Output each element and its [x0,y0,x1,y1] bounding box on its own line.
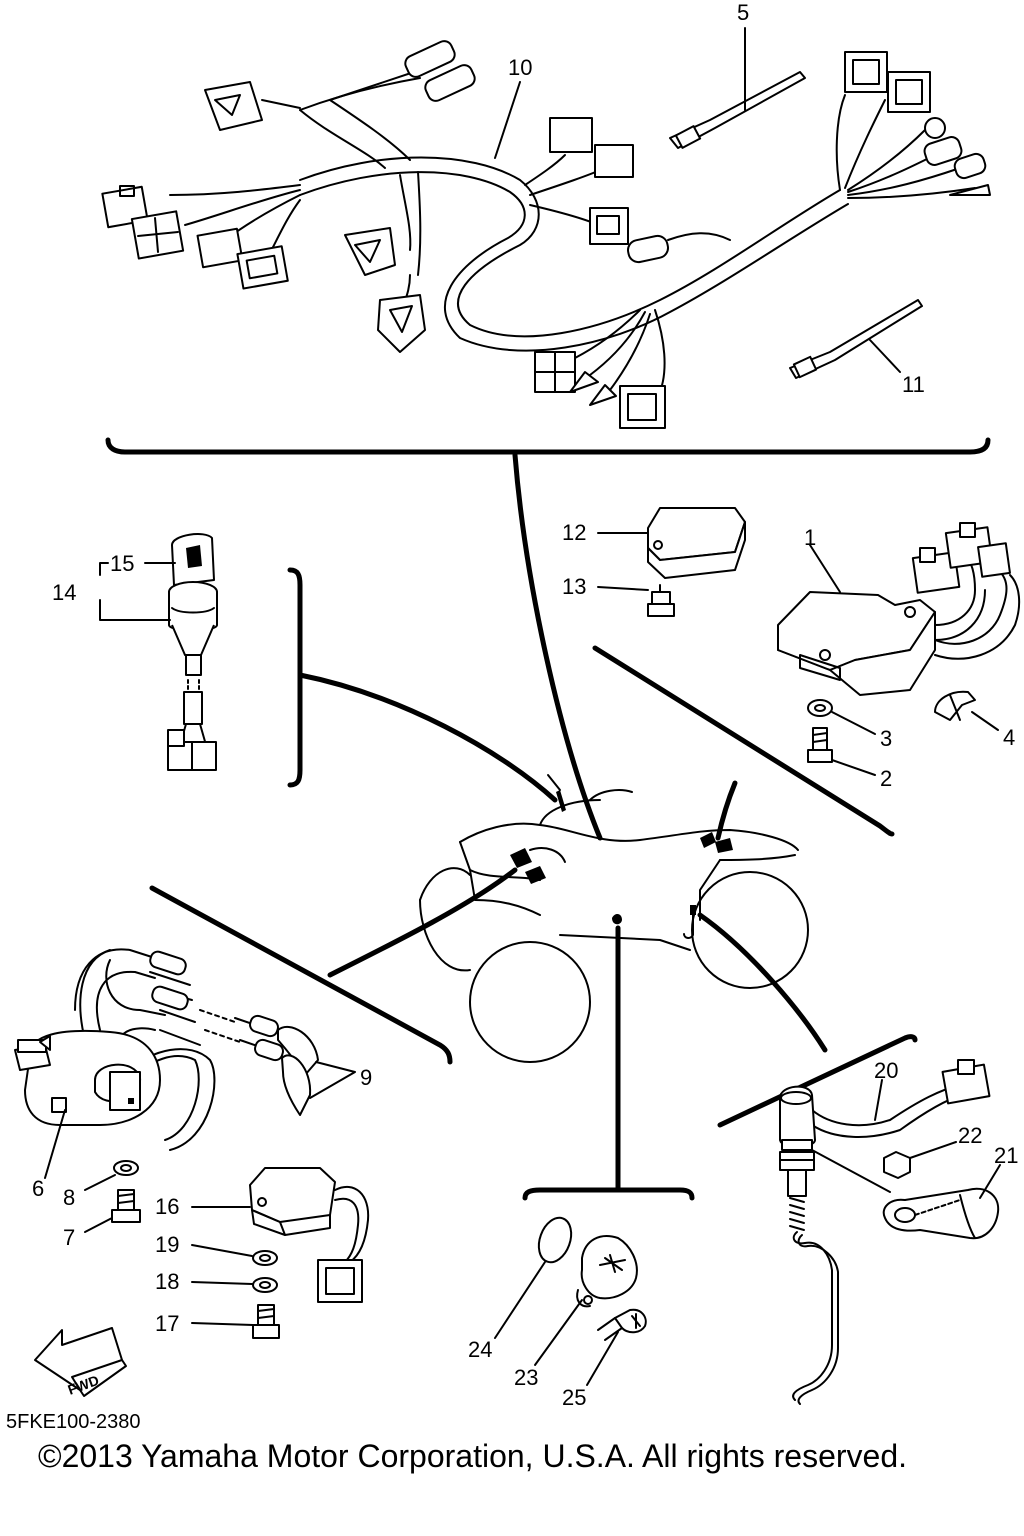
gear-sensor [494,1216,647,1386]
label-15: 15 [110,551,134,576]
label-18: 18 [155,1269,179,1294]
fwd-arrow-icon [34,1327,127,1397]
label-13: 13 [562,574,586,599]
part-labels: 5 10 11 12 13 1 15 14 3 4 2 9 20 22 21 6… [32,0,1018,1410]
label-3: 3 [880,726,892,751]
cdi-unit-1 [777,522,1021,696]
label-14: 14 [52,580,76,605]
label-10: 10 [508,55,532,80]
clip-4 [934,690,999,731]
washer-19 [191,1244,278,1266]
atv-silhouette [419,774,809,1063]
label-4: 4 [1003,725,1015,750]
label-11: 11 [902,372,925,397]
label-23: 23 [514,1365,538,1390]
brake-switch [779,1059,1001,1405]
label-1: 1 [804,525,816,550]
main-switch [99,533,218,771]
cable-tie-5 [669,27,806,149]
cable-tie-11 [789,299,923,379]
copyright-notice: ©2013 Yamaha Motor Corporation, U.S.A. A… [38,1438,907,1474]
label-20: 20 [874,1058,898,1083]
label-6: 6 [32,1176,44,1201]
label-5: 5 [737,0,749,25]
bolt-2 [807,727,876,776]
bolt-13 [597,584,675,617]
label-21: 21 [994,1143,1018,1168]
label-2: 2 [880,766,892,791]
ignition-coil [14,948,356,1233]
label-7: 7 [63,1225,75,1250]
label-17: 17 [155,1311,179,1336]
relay-16 [191,1167,370,1303]
washer-3 [807,699,876,735]
label-9: 9 [360,1065,372,1090]
label-24: 24 [468,1337,492,1362]
washer-18 [191,1277,278,1293]
label-22: 22 [958,1123,982,1148]
figure-code: 5FKE100-2380 [6,1411,141,1433]
bolt-17 [191,1304,280,1339]
relay-12 [597,507,746,579]
label-19: 19 [155,1232,179,1257]
label-16: 16 [155,1194,179,1219]
label-25: 25 [562,1385,586,1410]
wire-harness [101,40,991,429]
label-12: 12 [562,520,586,545]
label-8: 8 [63,1185,75,1210]
